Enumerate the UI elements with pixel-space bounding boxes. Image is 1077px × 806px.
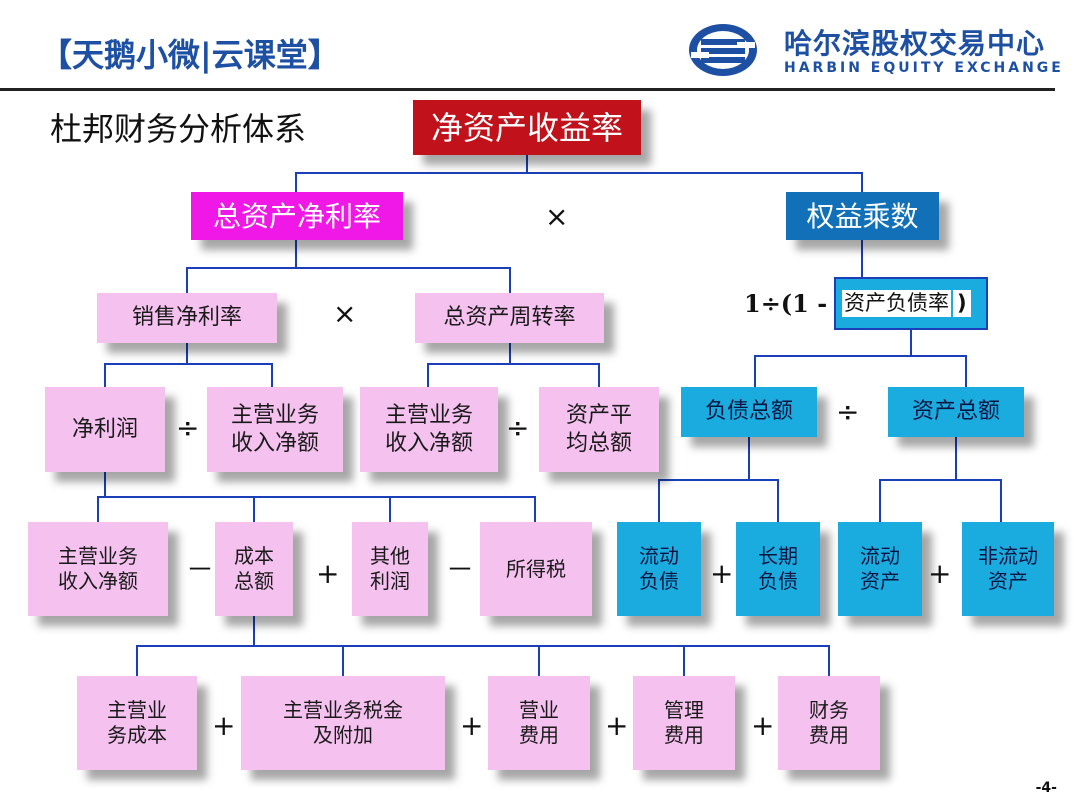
page-number: -4-: [1035, 780, 1057, 796]
operator-plus: +: [710, 557, 734, 590]
node-revenue: 主营业务 收入净额: [360, 387, 498, 472]
node-current-liabilities: 流动 负债: [617, 522, 701, 616]
node-financial-expenses: 财务 费用: [778, 676, 880, 770]
brand-title: 【天鹅小微|云课堂】: [40, 36, 340, 74]
node-long-term-liabilities: 长期 负债: [736, 522, 820, 616]
node-income-tax: 所得税: [480, 522, 592, 616]
operator-plus: +: [751, 709, 775, 742]
node-cost-of-sales: 主营业 务成本: [77, 676, 197, 770]
harbin-equity-exchange-logo-icon: [687, 22, 759, 78]
node-total-assets: 资产总额: [888, 387, 1024, 437]
header-divider: [0, 88, 1055, 91]
node-total-liabilities: 负债总额: [681, 387, 817, 437]
debt-ratio-label: 资产负债率: [842, 290, 951, 317]
operator-minus: －: [186, 553, 215, 586]
node-average-assets: 资产平 均总额: [539, 387, 659, 472]
node-admin-expenses: 管理 费用: [633, 676, 735, 770]
node-net-profit: 净利润: [45, 387, 165, 472]
node-non-current-assets: 非流动 资产: [962, 522, 1054, 616]
node-equity-multiplier: 权益乘数: [786, 192, 939, 240]
node-selling-expenses: 营业 费用: [488, 676, 590, 770]
node-revenue: 主营业务 收入净额: [207, 387, 343, 472]
page-title: 杜邦财务分析体系: [50, 110, 307, 148]
node-current-assets: 流动 资产: [838, 522, 922, 616]
operator-times: ×: [333, 297, 357, 330]
operator-plus: +: [605, 709, 629, 742]
node-net-margin: 销售净利率: [97, 293, 277, 343]
operator-divide: ÷: [176, 411, 200, 444]
node-taxes-surcharges: 主营业务税金 及附加: [241, 676, 445, 770]
operator-divide: ÷: [836, 395, 860, 428]
operator-plus: +: [460, 709, 484, 742]
node-debt-ratio: 资产负债率 ): [834, 277, 988, 330]
operator-plus: +: [928, 557, 952, 590]
org-name-cn: 哈尔滨股权交易中心: [784, 27, 1046, 60]
operator-minus: －: [446, 553, 475, 586]
node-other-profit: 其他 利润: [352, 522, 428, 616]
operator-plus: +: [212, 709, 236, 742]
formula-suffix: ): [953, 290, 971, 317]
node-revenue: 主营业务 收入净额: [28, 522, 168, 616]
node-roa: 总资产净利率: [191, 192, 403, 240]
operator-times: ×: [545, 200, 569, 233]
node-roe: 净资产收益率: [413, 100, 641, 155]
node-asset-turnover: 总资产周转率: [415, 293, 604, 343]
formula-prefix: 1÷(1 -: [744, 289, 828, 318]
org-name-en: HARBIN EQUITY EXCHANGE: [784, 60, 1064, 76]
node-total-cost: 成本 总额: [215, 522, 293, 616]
operator-plus: +: [316, 557, 340, 590]
operator-divide: ÷: [506, 411, 530, 444]
